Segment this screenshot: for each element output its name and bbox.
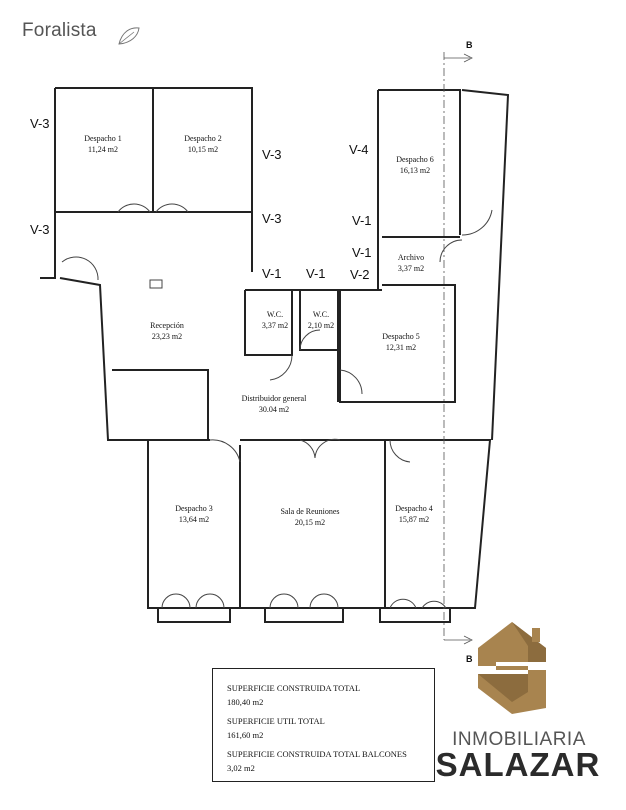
room-despacho-3: Despacho 3 13,64 m2 [164, 503, 224, 525]
room-name: Despacho 4 [395, 504, 433, 513]
room-sala-reuniones: Sala de Reuniones 20,15 m2 [262, 506, 358, 528]
room-name: Archivo [397, 253, 425, 262]
section-mark-b-top: B [466, 40, 473, 50]
salazar-logo-icon [478, 622, 546, 714]
room-name: Distribuidor general [241, 394, 307, 403]
room-area: 11,24 m2 [88, 145, 118, 154]
window-tag: V-2 [350, 267, 370, 282]
window-tag: V-3 [262, 211, 282, 226]
room-despacho-4: Despacho 4 15,87 m2 [384, 503, 444, 525]
useful-total-value: 161,60 m2 [227, 730, 264, 740]
room-despacho-2: Despacho 2 10,15 m2 [172, 133, 234, 155]
room-area: 23,23 m2 [151, 332, 183, 341]
room-name: Despacho 5 [382, 332, 420, 341]
window-tag: V-1 [352, 213, 372, 228]
room-area: 15,87 m2 [398, 515, 430, 524]
room-name: Despacho 1 [84, 134, 122, 143]
room-despacho-6: Despacho 6 16,13 m2 [382, 154, 448, 176]
room-archivo: Archivo 3,37 m2 [388, 252, 434, 274]
balcony-total-label: SUPERFICIE CONSTRUIDA TOTAL BALCONES [227, 749, 407, 759]
room-name: Despacho 2 [184, 134, 222, 143]
window-tag: V-1 [352, 245, 372, 260]
room-recepcion: Recepción 23,23 m2 [136, 320, 198, 342]
built-total-label: SUPERFICIE CONSTRUIDA TOTAL [227, 683, 361, 693]
room-distribuidor: Distribuidor general 30.04 m2 [224, 393, 324, 415]
room-area: 13,64 m2 [178, 515, 210, 524]
room-despacho-5: Despacho 5 12,31 m2 [368, 331, 434, 353]
room-area: 3,37 m2 [261, 321, 289, 330]
room-despacho-1: Despacho 1 11,24 m2 [72, 133, 134, 155]
room-name: W.C. [266, 310, 284, 319]
room-name: W.C. [312, 310, 330, 319]
room-name: Despacho 3 [175, 504, 213, 513]
window-tag: V-3 [30, 116, 50, 131]
window-tag: V-3 [30, 222, 50, 237]
room-area: 10,15 m2 [187, 145, 219, 154]
window-tag: V-4 [349, 142, 369, 157]
balcony-total-value: 3,02 m2 [227, 763, 255, 773]
room-area: 3,37 m2 [397, 264, 425, 273]
useful-total-label: SUPERFICIE UTIL TOTAL [227, 716, 325, 726]
room-name: Sala de Reuniones [280, 507, 340, 516]
room-name: Despacho 6 [396, 155, 434, 164]
room-area: 30.04 m2 [258, 405, 290, 414]
built-total-value: 180,40 m2 [227, 697, 264, 707]
room-wc-2: W.C. 2,10 m2 [300, 309, 342, 331]
section-mark-b-bottom: B [466, 654, 473, 664]
window-tag: V-1 [306, 266, 326, 281]
surface-summary-box: SUPERFICIE CONSTRUIDA TOTAL 180,40 m2 SU… [212, 668, 435, 782]
brand-line-1: INMOBILIARIA [452, 729, 586, 750]
foralista-watermark: Foralista [22, 20, 97, 41]
room-name: Recepción [150, 321, 184, 330]
window-tag: V-1 [262, 266, 282, 281]
brand-line-2: SALAZAR [435, 746, 601, 783]
leaf-icon [118, 27, 140, 45]
room-wc-1: W.C. 3,37 m2 [252, 309, 298, 331]
room-area: 20,15 m2 [294, 518, 326, 527]
room-area: 16,13 m2 [399, 166, 431, 175]
room-area: 2,10 m2 [307, 321, 335, 330]
room-area: 12,31 m2 [385, 343, 417, 352]
window-tag: V-3 [262, 147, 282, 162]
